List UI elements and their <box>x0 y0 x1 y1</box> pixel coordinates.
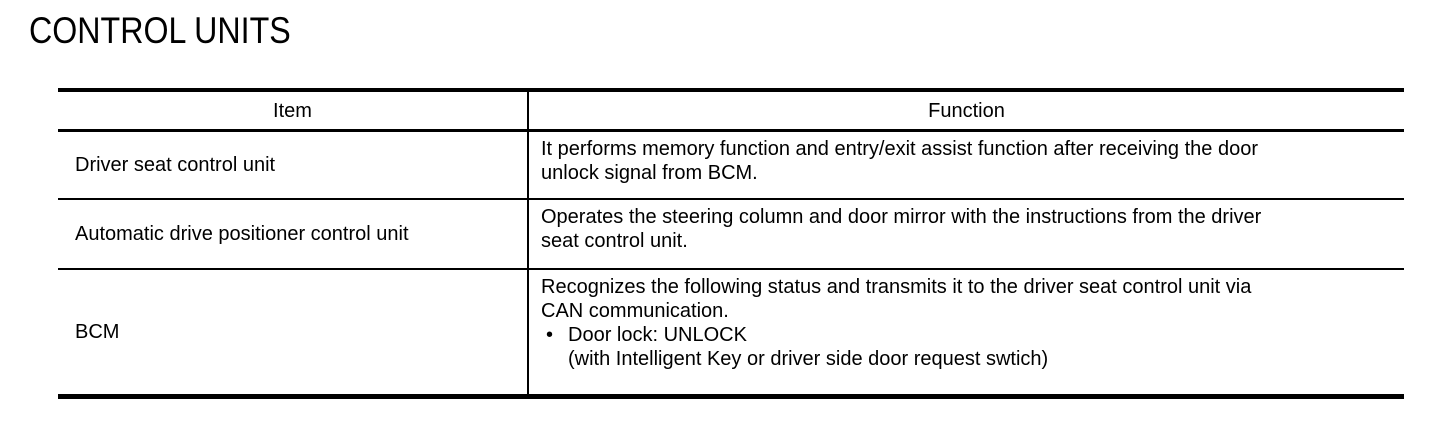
function-cell: Recognizes the following status and tran… <box>529 270 1404 394</box>
item-cell-driver-seat-control-unit: Driver seat control unit <box>58 132 529 198</box>
function-paragraph: Recognizes the following status and tran… <box>541 276 1252 322</box>
control-units-table: Item Function Driver seat control unit I… <box>58 88 1404 399</box>
function-cell: Operates the steering column and door mi… <box>541 206 1262 252</box>
table-row: BCM Recognizes the following status and … <box>58 270 1404 394</box>
page-title: CONTROL UNITS <box>29 10 291 51</box>
column-header-function: Function <box>928 99 1005 122</box>
bullet-text: Door lock: UNLOCK <box>568 324 747 346</box>
table-header-row: Item Function <box>58 92 1404 132</box>
bullet-icon: • <box>546 324 554 346</box>
bullet-note: (with Intelligent Key or driver side doo… <box>568 348 1049 370</box>
bullet-list-item: • Door lock: UNLOCK <box>541 323 1394 347</box>
item-cell-bcm: BCM <box>58 270 529 394</box>
table-row: Driver seat control unit It performs mem… <box>58 132 1404 200</box>
function-cell: It performs memory function and entry/ex… <box>541 138 1258 184</box>
item-cell-automatic-drive-positioner-control-unit: Automatic drive positioner control unit <box>58 200 529 268</box>
table-row: Automatic drive positioner control unit … <box>58 200 1404 270</box>
column-header-item: Item <box>58 92 529 129</box>
